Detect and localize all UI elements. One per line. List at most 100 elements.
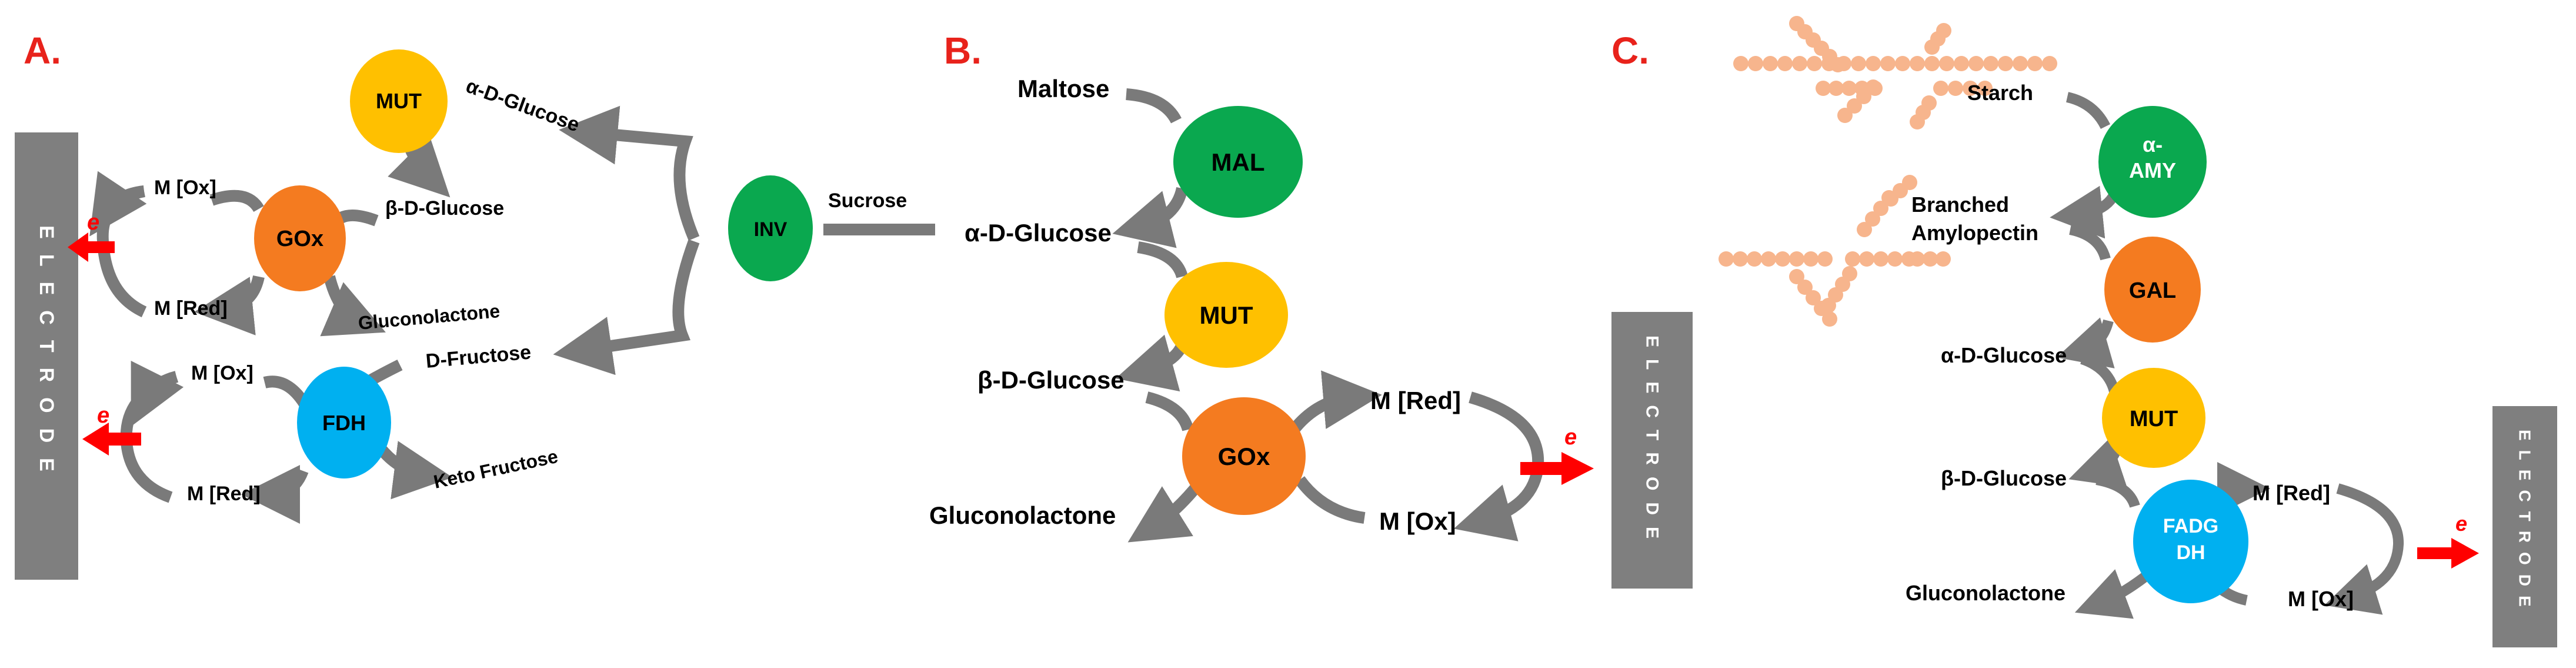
starch-bead: [1763, 56, 1778, 71]
enzyme-fdh-label: FDH: [322, 411, 366, 435]
m-red-a2-label: M [Red]: [187, 483, 261, 505]
starch-bead: [1865, 211, 1880, 227]
inv-to-fructose-arrow: [553, 239, 700, 375]
starch-bead: [1845, 251, 1860, 267]
starch-bead: [1910, 251, 1925, 267]
starch-bead: [1866, 79, 1881, 95]
starch-bead: [1923, 251, 1938, 267]
starch-bead: [1983, 56, 1998, 71]
gox-b-mox-in-arrow: [1294, 476, 1366, 524]
starch-label: Starch: [1967, 81, 2033, 105]
enzyme-amy-label-1: α-: [2143, 132, 2163, 157]
panel-a: A. ELECTRODE e e: [15, 29, 935, 580]
enzyme-gal: [2104, 237, 2201, 343]
gox-mox-in-arrow: [209, 190, 264, 212]
enzyme-inv: [728, 175, 813, 281]
m-red-c-label: M [Red]: [2253, 481, 2330, 505]
enzyme-mut-a-label: MUT: [376, 89, 422, 113]
gluconolactone-b-label: Gluconolactone: [929, 501, 1116, 529]
maltose-in-arrow: [1126, 88, 1182, 124]
mediator-b-right-cycle: [1453, 391, 1544, 541]
starch-bead: [1968, 56, 1984, 71]
keto-fructose-label: Keto Fructose: [432, 446, 560, 493]
mut-c-out-arrow: [2068, 437, 2127, 488]
fdh-mred-out-arrow: [241, 464, 309, 524]
starch-in-arrow: [2066, 92, 2111, 129]
arrows-a: [89, 105, 935, 524]
starch-bead: [1859, 251, 1874, 267]
starch-bead: [1887, 251, 1903, 267]
electrode-a-label: ELECTRODE: [35, 225, 58, 487]
enzyme-mut-b: [1164, 262, 1288, 368]
starch-bead: [1822, 311, 1837, 327]
starch-bead: [1807, 56, 1822, 71]
starch-bead: [1821, 298, 1836, 313]
electrode-c: [2492, 406, 2557, 647]
starch-bead: [1924, 56, 1940, 71]
m-ox-a2-label: M [Ox]: [191, 362, 253, 384]
amy-out-arrow: [2050, 185, 2120, 239]
amylopectin-in-arrow: [2068, 224, 2111, 261]
starch-bead: [1977, 81, 1993, 96]
gal-out-arrow: [2056, 317, 2115, 368]
enzyme-amy: [2098, 106, 2207, 218]
starch-bead: [1747, 251, 1762, 267]
enzyme-mut-c: [2102, 368, 2205, 468]
beta-glucose-b-in-arrow: [1145, 391, 1194, 431]
starch-bead: [1933, 81, 1948, 96]
gox-b-to-gluconolactone-arrow: [1127, 478, 1204, 543]
alpha-glucose-a-label: α-D-Glucose: [463, 75, 582, 137]
alpha-glucose-c-in-arrow: [2080, 354, 2120, 393]
enzyme-mut-a: [350, 49, 448, 153]
gox-mred-out-arrow: [194, 275, 265, 335]
starch-bead: [1963, 81, 1978, 96]
enzyme-gox-b: [1182, 397, 1306, 515]
electron-arrow-b: [1520, 452, 1594, 485]
electrode-c-label: ELECTRODE: [2516, 430, 2534, 616]
m-red-a1-label: M [Red]: [154, 297, 228, 320]
enzyme-mut-b-label: MUT: [1200, 301, 1253, 329]
electron-label-b: e: [1564, 425, 1577, 450]
starch-bead: [1803, 251, 1818, 267]
amylopectin-label: Amylopectin: [1911, 221, 2038, 245]
starch-bead: [1841, 81, 1857, 96]
mal-out-arrow: [1112, 187, 1188, 248]
starch-bead: [1733, 251, 1748, 267]
starch-bead: [1847, 98, 1862, 114]
alpha-glucose-c-label: α-D-Glucose: [1941, 343, 2067, 367]
mediator-c-right-cycle: [2324, 483, 2404, 615]
electrode-b-label: ELECTRODE: [1643, 335, 1662, 550]
starch-bead: [1719, 251, 1734, 267]
enzyme-gox-a-label: GOx: [276, 227, 323, 251]
electron-label-a2: e: [97, 403, 109, 428]
starch-bead: [1851, 56, 1866, 71]
panel-b: B. e ELECTRODE MAL MUT GOx Maltose α-D-G…: [929, 29, 1693, 589]
electrode-b: [1611, 312, 1693, 589]
gluconolactone-c-label: Gluconolactone: [1906, 581, 2066, 605]
mut-b-out-arrow: [1115, 334, 1188, 392]
starch-bead: [1828, 81, 1844, 96]
sucrose-label: Sucrose: [828, 190, 907, 212]
enzyme-fadgdh: [2133, 480, 2248, 603]
electrode-a: [15, 132, 78, 580]
enzyme-gox-a: [254, 185, 346, 291]
starch-bead: [1856, 89, 1871, 104]
starch-bead: [1902, 175, 1917, 190]
electron-arrows-a: [68, 232, 141, 456]
starch-bead: [1873, 201, 1888, 216]
starch-bead: [1837, 108, 1853, 123]
branched-label: Branched: [1911, 192, 2009, 217]
alpha-glucose-b-label: α-D-Glucose: [965, 219, 1112, 247]
starch-bead: [1761, 251, 1776, 267]
panel-a-letter: A.: [24, 29, 61, 72]
starch-bead: [1998, 56, 2013, 71]
starch-bead: [1816, 81, 1831, 96]
starch-bead: [1789, 251, 1804, 267]
starch-bead: [1948, 81, 1963, 96]
beta-glucose-a-label: β-D-Glucose: [385, 197, 504, 220]
maltose-label: Maltose: [1017, 75, 1109, 102]
panel-b-letter: B.: [944, 29, 982, 72]
enzyme-mal: [1173, 106, 1303, 218]
starch-bead-chains: [1719, 16, 2057, 327]
starch-bead: [1936, 251, 1951, 267]
